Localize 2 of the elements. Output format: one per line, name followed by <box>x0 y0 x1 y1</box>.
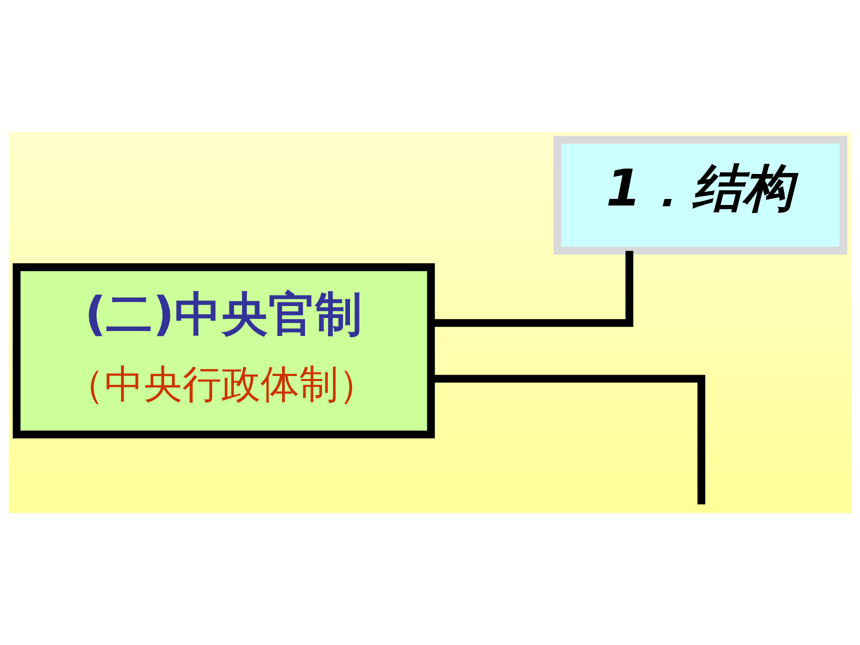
node-box: (二)中央官制 （中央行政体制） <box>12 263 435 438</box>
node-box: 1．结构 <box>554 136 848 255</box>
